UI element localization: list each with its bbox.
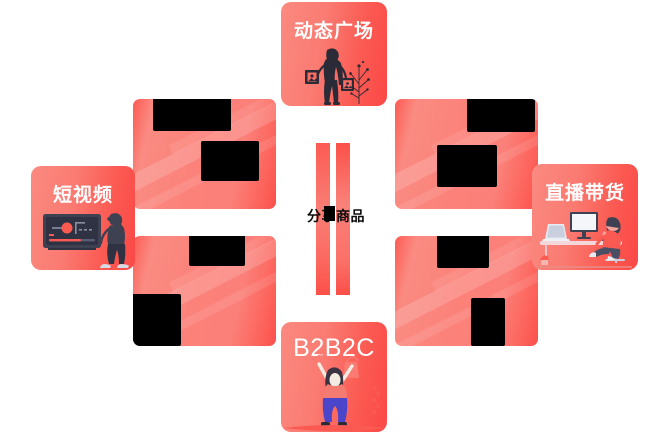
redacted-label [471, 298, 505, 346]
feature-card-bottom-left[interactable] [133, 236, 276, 346]
feature-card-top-left[interactable] [133, 99, 276, 209]
center-label-redaction [324, 206, 335, 221]
feature-card-bottom-right[interactable] [395, 236, 538, 346]
redacted-label [153, 99, 231, 131]
feature-card-top-title: 动态广场 [293, 21, 374, 42]
monitor-video-player-with-person-illustration [43, 213, 129, 268]
feature-card-top-right[interactable] [395, 99, 538, 209]
feature-card-top[interactable]: 动态广场 [281, 2, 387, 106]
redacted-label [437, 236, 489, 268]
redacted-label [467, 99, 535, 132]
redacted-label [189, 236, 245, 266]
feature-card-bottom-title: B2B2C [293, 334, 375, 362]
center-connector-bars [316, 143, 352, 295]
feature-card-right[interactable]: 直播带货 [532, 164, 638, 270]
center-label: 分享商品 [307, 208, 365, 224]
feature-card-right-title: 直播带货 [544, 183, 625, 204]
redacted-label [437, 145, 497, 187]
center-bar [316, 143, 330, 295]
person-holding-shopping-bags-illustration [283, 354, 385, 431]
person-at-desk-with-computer-illustration [536, 212, 632, 268]
redacted-label [133, 294, 181, 346]
redacted-label [201, 141, 259, 181]
feature-card-left[interactable]: 短视频 [31, 166, 135, 270]
center-bar [336, 143, 350, 295]
sheen-streak [395, 259, 538, 346]
person-with-photo-frames-and-plant-illustration [305, 48, 370, 105]
feature-card-bottom[interactable]: B2B2C [281, 322, 387, 432]
feature-card-left-title: 短视频 [52, 185, 113, 206]
